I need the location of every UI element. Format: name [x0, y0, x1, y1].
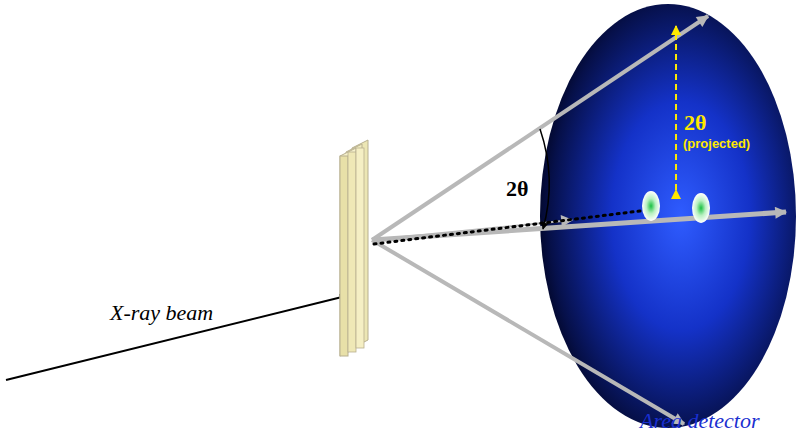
- projected-note: (projected): [683, 136, 750, 151]
- diffraction-spot: [642, 191, 660, 221]
- projected-angle-label: 2θ: [684, 110, 706, 136]
- projected-angle-arrow: [675, 26, 677, 190]
- diffraction-spot: [692, 193, 710, 223]
- beam-label: X-ray beam: [110, 300, 213, 326]
- x-ray-beam: [6, 296, 346, 380]
- diffracted-rays: [372, 16, 786, 424]
- sample: [340, 140, 368, 356]
- diffraction-path: [374, 210, 648, 244]
- detector-label: Area detector: [640, 408, 760, 434]
- angle-arc: [540, 129, 549, 229]
- angle-label: 2θ: [506, 176, 528, 202]
